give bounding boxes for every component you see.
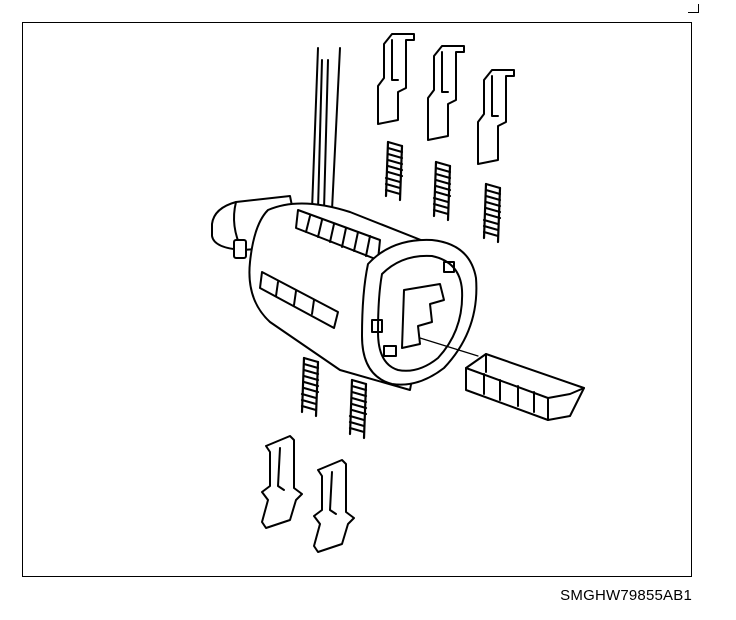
figure-frame <box>22 22 692 577</box>
tumblers-bottom <box>261 435 355 553</box>
corner-mark <box>688 4 699 13</box>
side-bar-retainer <box>419 337 585 421</box>
tumblers-top <box>377 33 515 165</box>
springs-top <box>384 140 502 244</box>
springs-bottom <box>300 356 368 440</box>
figure-caption: SMGHW79855AB1 <box>560 587 692 604</box>
lock-cylinder <box>211 195 478 391</box>
